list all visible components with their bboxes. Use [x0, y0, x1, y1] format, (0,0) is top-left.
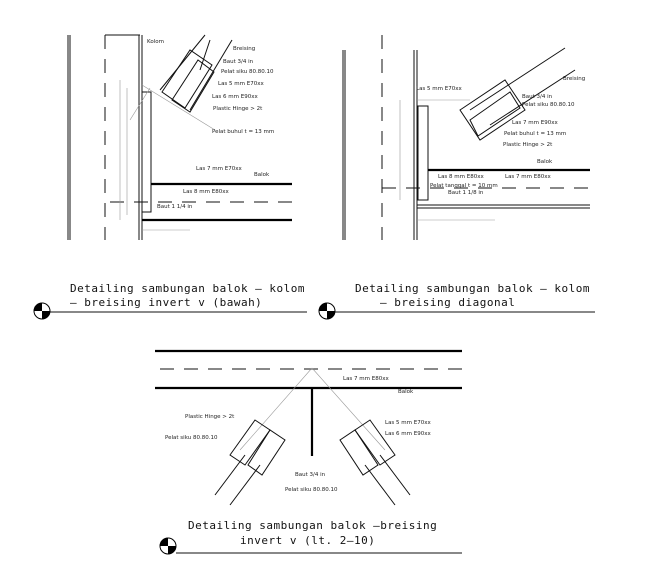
title-line-2: – breising invert v (bawah) [70, 296, 262, 309]
label-las: Las 5 mm E70xx [218, 81, 264, 87]
label-las: Las 7 mm E80xx [343, 376, 389, 382]
label-las: Las 5 mm E70xx [416, 86, 462, 92]
label-pelat-buhul: Pelat buhul t = 13 mm [212, 129, 274, 135]
label-balok: Balok [398, 389, 414, 395]
label-las: Las 5 mm E70xx [385, 420, 431, 426]
label-pelat-siku: Pelat siku 80.80.10 [285, 487, 338, 493]
title-block-1: Detailing sambungan balok – kolom – brei… [33, 282, 307, 320]
label-las: Las 7 mm E70xx [196, 166, 242, 172]
label-breising: Breising [563, 76, 585, 82]
label-baut: Baut 3/4 in [295, 472, 326, 478]
label-balok: Balok [537, 159, 553, 165]
panel-3-drawing [155, 349, 462, 506]
label-plastic-hinge: Plastic Hinge > 2t [503, 142, 553, 148]
label-balok: Balok [254, 172, 270, 178]
title-line-1: Detailing sambungan balok –breising [188, 519, 437, 532]
label-baut: Baut 1 1/4 in [157, 204, 193, 210]
section-marker-icon [33, 302, 51, 320]
label-pelat-buhul: Pelat buhul t = 13 mm [504, 131, 566, 137]
title-line-2: – breising diagonal [380, 296, 515, 309]
title-line-1: Detailing sambungan balok – kolom [70, 282, 305, 295]
label-las: Las 8 mm E80xx [438, 174, 484, 180]
panel-3-labels: Las 7 mm E80xx Balok Plastic Hinge > 2t … [165, 376, 431, 493]
label-plastic-hinge: Plastic Hinge > 2t [185, 414, 235, 420]
label-baut: Baut 3/4 in [223, 59, 254, 65]
panel-1-labels: Kolom Breising Baut 3/4 in Pelat siku 80… [147, 39, 274, 210]
label-baut: Baut 3/4 in [522, 94, 553, 100]
title-block-2: Detailing sambungan balok – kolom – brei… [318, 282, 595, 320]
label-pelat-siku: Pelat siku 80.80.10 [165, 435, 218, 441]
label-kolom: Kolom [147, 39, 164, 45]
label-las: Las 6 mm E90xx [385, 431, 431, 437]
label-breising: Breising [233, 46, 255, 52]
title-line-2: invert v (lt. 2–10) [240, 534, 375, 547]
label-las: Las 7 mm E90xx [512, 120, 558, 126]
panel-1-drawing [67, 34, 292, 240]
panel-2-drawing [342, 35, 590, 240]
title-line-1: Detailing sambungan balok – kolom [355, 282, 590, 295]
label-las: Las 8 mm E80xx [183, 189, 229, 195]
label-las: Las 7 mm E80xx [505, 174, 551, 180]
label-plastic-hinge: Plastic Hinge > 2t [213, 106, 263, 112]
panel-2-labels: Las 5 mm E70xx Breising Baut 3/4 in Pela… [416, 76, 585, 196]
title-block-3: Detailing sambungan balok –breising inve… [159, 519, 462, 555]
label-pelat-tanggal: Pelat tanggal t = 10 mm [430, 183, 498, 189]
section-marker-icon [318, 302, 336, 320]
section-marker-icon [159, 537, 177, 555]
label-pelat-siku: Pelat siku 80.80.10 [522, 102, 575, 108]
label-pelat-siku: Pelat siku 80.80.10 [221, 69, 274, 75]
label-las: Las 6 mm E90xx [212, 94, 258, 100]
label-baut: Baut 1 1/8 in [448, 190, 484, 196]
